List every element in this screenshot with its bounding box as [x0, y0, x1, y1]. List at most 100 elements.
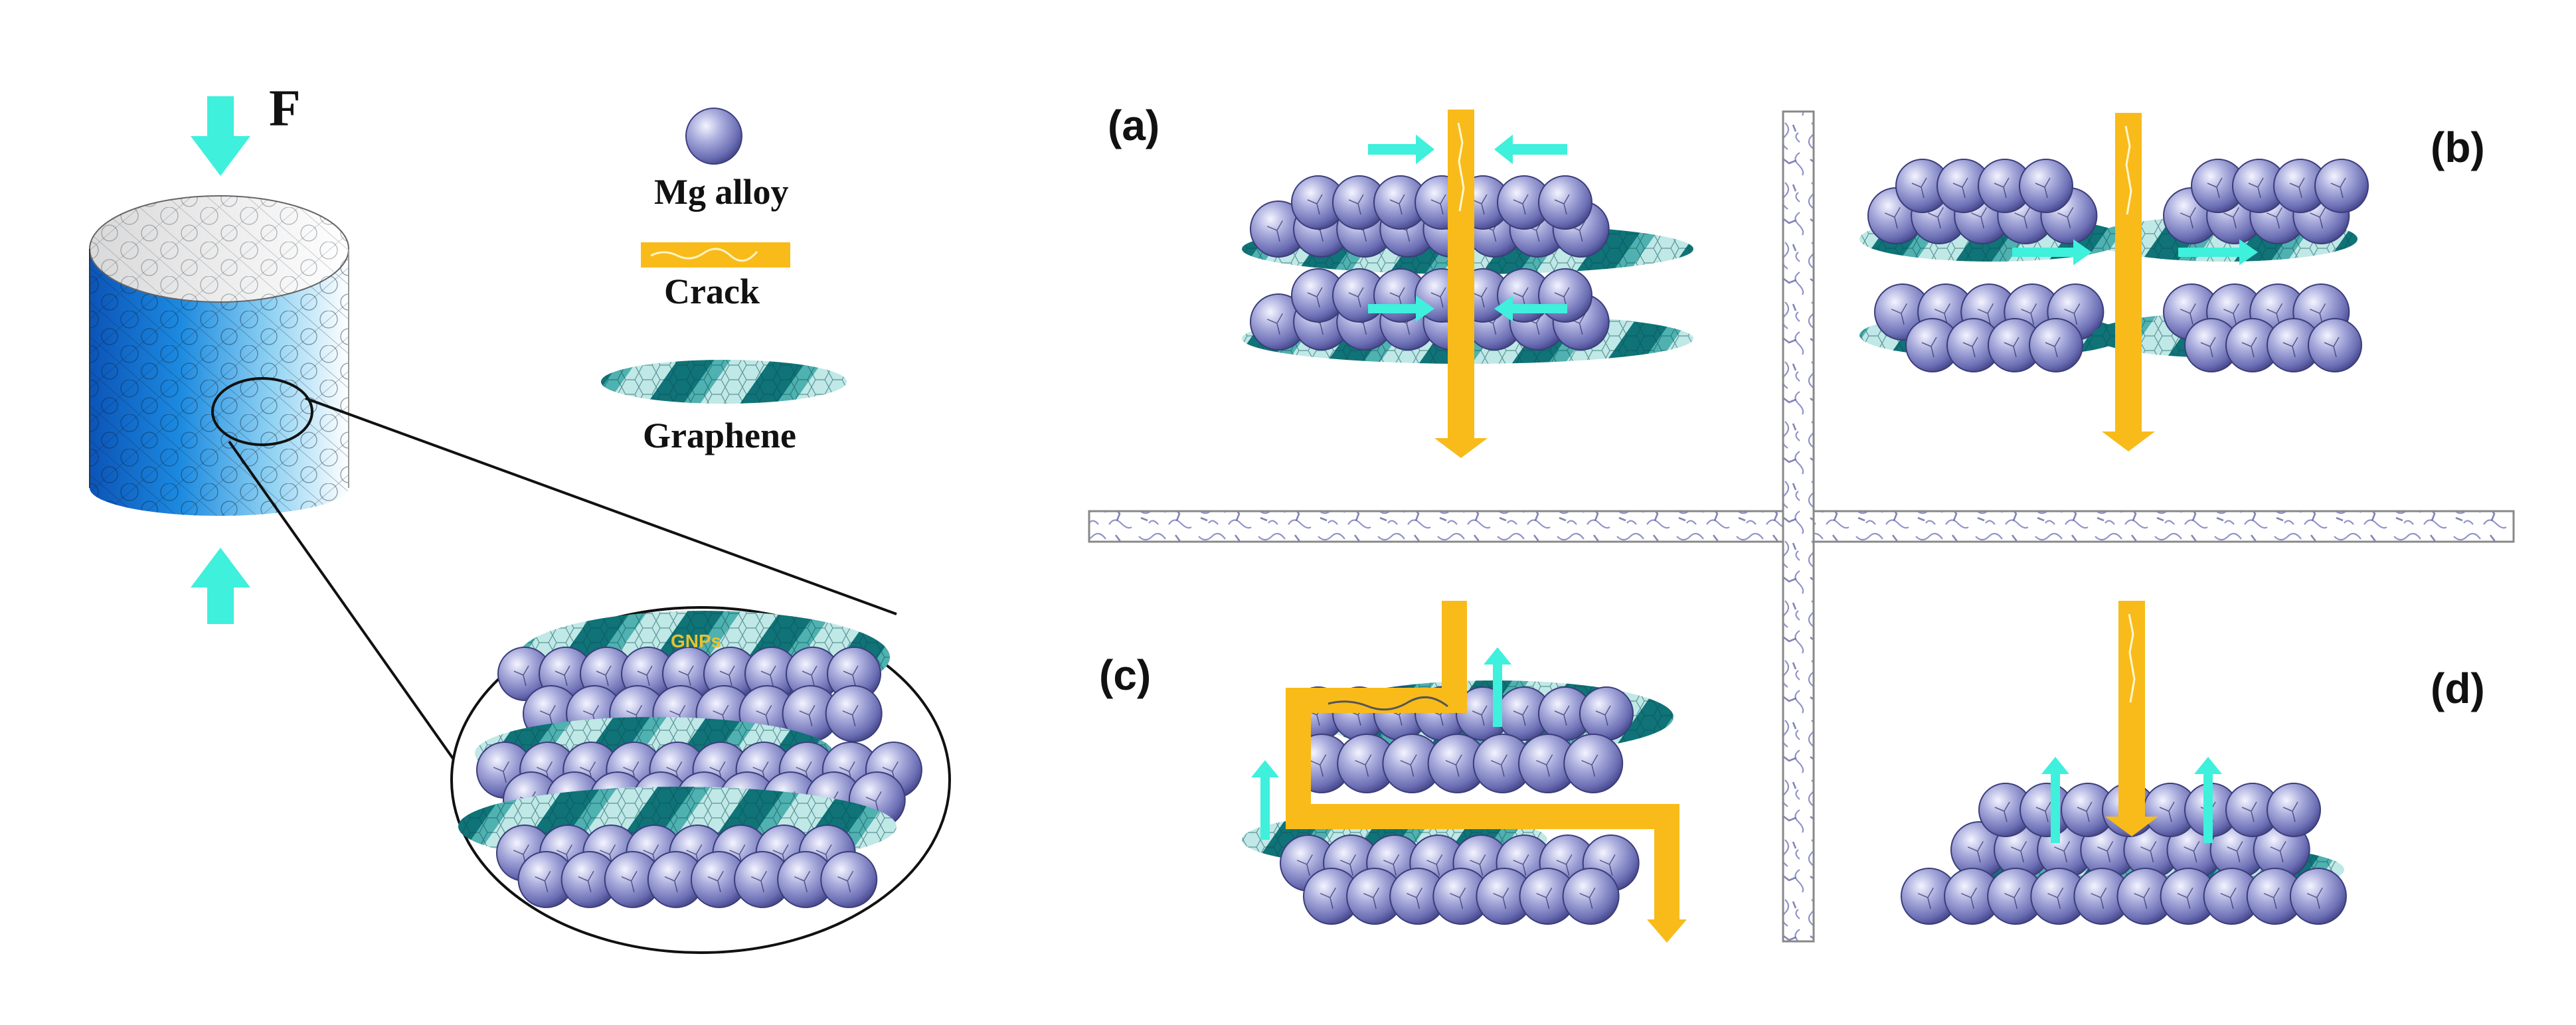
particle-grain-line — [596, 665, 612, 686]
crack-texture — [2128, 613, 2136, 703]
legend-graphene-icon — [601, 360, 847, 404]
particle-grain-line — [1994, 177, 2010, 198]
particle-grain-line — [719, 665, 735, 686]
crack-fracture-line — [1328, 696, 1448, 711]
particle-grain-line — [2014, 207, 2031, 229]
particle-grain-line — [2077, 801, 2093, 823]
particle-grain-line — [1470, 854, 1486, 876]
particle-grain-line — [2091, 888, 2107, 909]
particle-grain-line — [2200, 337, 2216, 358]
panel-label-c: (c) — [1099, 651, 1152, 699]
crack-tip-icon — [2102, 432, 2155, 451]
stress-arrow-shaft — [1368, 144, 1416, 155]
particle-grain-line — [1490, 754, 1508, 777]
force-arrow-down-icon — [191, 96, 250, 176]
particle-grain-line — [621, 870, 638, 892]
compression-cylinder — [89, 195, 349, 516]
stress-arrow-shaft — [1260, 777, 1270, 840]
particle-grain-line — [2270, 841, 2286, 863]
force-arrow-up-icon — [191, 548, 250, 624]
stress-arrow-shaft — [1493, 665, 1502, 727]
particle-grain-line — [678, 665, 694, 686]
crack-tip-icon — [1647, 919, 1687, 943]
particle-grain-line — [1383, 854, 1400, 876]
particle-grain-line — [2241, 337, 2257, 358]
panel-b-scene — [1859, 113, 2369, 451]
particle-grain-line — [2330, 177, 2346, 198]
particle-grain-line — [2306, 888, 2323, 909]
particle-grain-line — [2180, 303, 2196, 325]
particle-grain-line — [760, 665, 776, 686]
particle-grain-line — [2220, 888, 2237, 909]
particle-grain-line — [843, 665, 859, 686]
panel-c-scene — [1242, 601, 1687, 943]
particle-grain-line — [2263, 888, 2280, 909]
particle-grain-line — [1536, 754, 1553, 777]
particle-grain-line — [1513, 194, 1529, 215]
particle-grain-line — [2035, 177, 2051, 198]
particle-grain-line — [1307, 287, 1323, 308]
particle-grain-line — [2324, 337, 2340, 358]
particle-grain-line — [750, 870, 768, 892]
particle-grain-line — [1310, 754, 1327, 777]
particle-grain-line — [2045, 337, 2061, 358]
particle-grain-line — [1450, 888, 1466, 909]
particle-grain-line — [2054, 841, 2071, 863]
particle-grain-line — [1994, 801, 2010, 823]
crack-shaft — [2118, 601, 2145, 817]
stress-arrow-icon — [1494, 134, 1513, 165]
particle-grain-line — [2021, 303, 2037, 325]
particle-grain-line — [637, 665, 653, 686]
particle-grain-line — [707, 870, 724, 892]
particle-grain-line — [2310, 207, 2326, 229]
particle-grain-line — [1493, 888, 1509, 909]
crack-path — [1286, 601, 1679, 919]
particle-grain-line — [1400, 754, 1417, 777]
legend-alloy-label: Mg alloy — [654, 172, 789, 212]
stress-arrow-shaft — [2203, 774, 2213, 843]
particle-grain-line — [1599, 854, 1616, 876]
particle-grain-line — [1921, 337, 1937, 358]
particle-grain-line — [1884, 207, 1901, 229]
particle-grain-line — [535, 870, 551, 892]
particle-grain-line — [1389, 194, 1405, 215]
particle-grain-line — [1472, 194, 1488, 215]
particle-grain-line — [794, 870, 811, 892]
zoom-line-top — [305, 397, 897, 615]
particle-grain-line — [1556, 854, 1573, 876]
particle-grain-line — [1320, 888, 1336, 909]
crack-tip-icon — [1434, 438, 1488, 458]
particle-grain-line — [2035, 801, 2051, 823]
particle-grain-line — [2223, 207, 2240, 229]
panel-label-a: (a) — [1108, 102, 1160, 149]
particle-grain-line — [555, 665, 570, 686]
particle-grain-line — [1426, 854, 1443, 876]
crack-texture — [2124, 125, 2132, 215]
particle-grain-line — [664, 870, 681, 892]
particle-grain-line — [2011, 841, 2027, 863]
particle-grain-line — [2064, 303, 2081, 325]
particle-grain-line — [1430, 194, 1446, 215]
particle-grain-line — [1978, 303, 1994, 325]
panel-label-d: (d) — [2431, 665, 2485, 712]
stress-arrow-icon — [2073, 239, 2092, 266]
particle-grain-line — [2207, 177, 2223, 198]
crack-shaft — [1448, 110, 1474, 438]
particle-grain-line — [2177, 888, 2193, 909]
inset-gnps-label: GNPs — [671, 631, 721, 651]
stress-arrow-shaft — [2012, 248, 2073, 257]
alloy-particle — [1562, 868, 1620, 925]
vertical-divider-bar — [1782, 110, 1815, 943]
legend-graphene-label: Graphene — [643, 416, 797, 455]
particle-grain-line — [513, 665, 529, 686]
stress-arrow-up-icon — [1484, 647, 1511, 665]
particle-grain-line — [802, 665, 817, 686]
stress-arrow-shaft — [2178, 248, 2239, 257]
particle-grain-line — [2289, 177, 2305, 198]
alloy-particle — [825, 685, 883, 742]
stress-arrow-shaft — [2051, 774, 2060, 843]
stress-arrow-icon — [1494, 295, 1513, 322]
particle-grain-line — [2223, 303, 2240, 325]
